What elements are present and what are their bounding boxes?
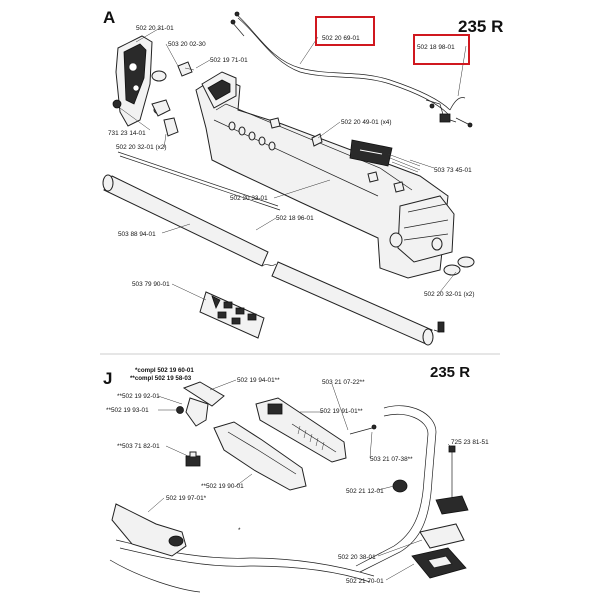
handle-half-lower	[213, 421, 307, 491]
part-label: **503 71 82-01	[117, 443, 160, 450]
handle-grip	[111, 503, 187, 557]
part-label: 502 19 71-01	[210, 57, 248, 64]
warning-label	[199, 291, 265, 339]
part-label: 725 23 81-51	[451, 439, 489, 446]
part-label: 503 79 90-01	[132, 281, 170, 288]
part-label: 731 23 14-01	[108, 130, 146, 137]
panel-a: A 235 R	[102, 8, 503, 346]
leader-lines-j	[147, 379, 453, 581]
tube-housing	[195, 71, 455, 279]
part-label: 503 20 02-30	[168, 41, 206, 48]
decal	[349, 139, 421, 173]
panel-a-letter: A	[103, 8, 115, 27]
part-label: 503 21 07-22**	[322, 379, 365, 386]
part-label-highlighted: 502 18 98-01	[417, 44, 455, 51]
screw-part	[177, 61, 195, 77]
knob	[392, 479, 408, 493]
part-label: 502 19 91-01**	[320, 408, 363, 415]
part-label: 503 21 07-38**	[370, 456, 413, 463]
panel-j-model: 235 R	[430, 364, 470, 381]
handlebar	[109, 405, 437, 593]
drive-shaft	[117, 151, 281, 211]
panel-a-model: 235 R	[458, 17, 503, 36]
part-label: 502 18 96-01	[276, 215, 314, 222]
part-label: **502 19 90-01	[201, 483, 244, 490]
part-label: 502 19 94-01**	[237, 377, 280, 384]
kit-note-1: *compl 502 19 60-01	[135, 367, 194, 374]
part-label: **502 19 93-01	[106, 407, 149, 414]
part-label: 502 20 38-01	[338, 554, 376, 561]
panel-j: J 235 R *compl 502 19 60-01 **compl 502 …	[103, 364, 489, 593]
part-label: 502 20 49-01 (x4)	[341, 119, 391, 126]
part-label-highlighted: 502 20 69-01	[322, 35, 360, 42]
part-label: 502 20 32-01 (x2)	[116, 144, 166, 151]
shaft-tube	[102, 174, 445, 346]
part-label: 503 88 94-01	[118, 231, 156, 238]
leader-lines-a	[119, 27, 467, 301]
end-caps	[443, 256, 475, 276]
part-label: 502 19 97-01*	[166, 495, 207, 502]
throttle-parts	[176, 381, 225, 467]
handle-half-upper	[255, 397, 377, 463]
part-label: 502 21 12-01	[346, 488, 384, 495]
part-label: 502 20 33-01	[230, 195, 268, 202]
part-label: 502 20 32-01 (x2)	[424, 291, 474, 298]
part-label: **502 19 92-01	[117, 393, 160, 400]
panel-j-letter: J	[103, 369, 112, 388]
wire-harness	[230, 11, 473, 128]
grip-housing	[112, 35, 179, 137]
highlight-box-cable	[315, 16, 375, 46]
part-label: 502 21 70-01	[346, 578, 384, 585]
part-label: *	[238, 527, 241, 534]
part-label: 503 73 45-01	[434, 167, 472, 174]
kit-note-2: **compl 502 19 58-03	[130, 375, 192, 382]
clamp-parts	[411, 445, 469, 579]
part-label: 502 20 31-01	[136, 25, 174, 32]
highlight-box-harness	[413, 34, 470, 65]
